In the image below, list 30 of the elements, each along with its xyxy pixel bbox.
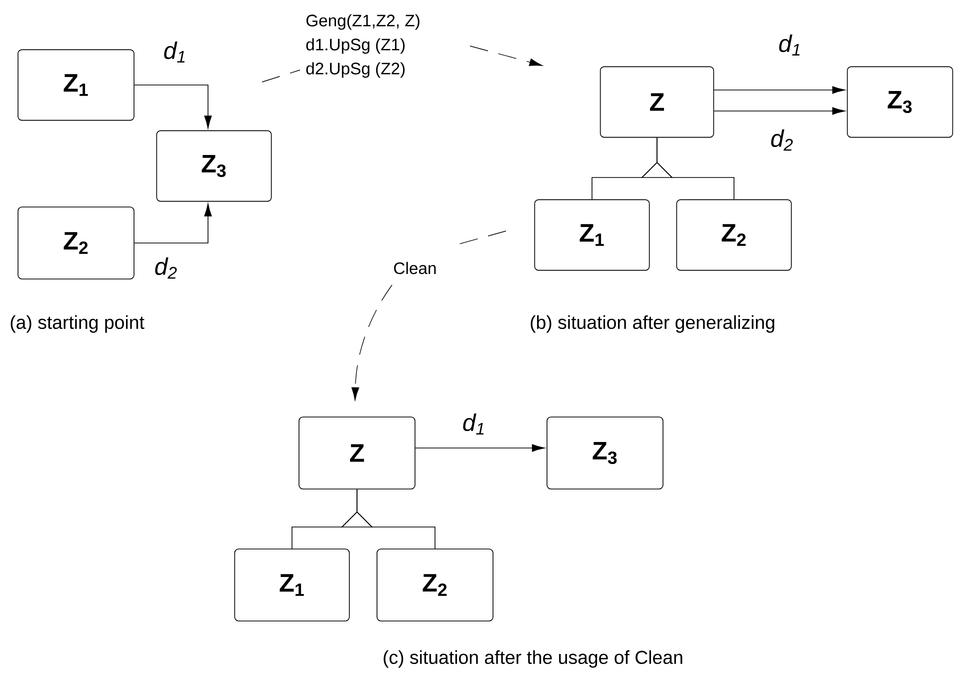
entity-box: Z$_{2}$: [376, 548, 494, 622]
caption: (a) starting point: [10, 315, 144, 333]
arrow: [714, 107, 846, 115]
arrow: [134, 204, 212, 244]
entity-box: Z$_{3}$: [846, 66, 954, 138]
caption: (c) situation after the usage of Clean: [384, 650, 682, 668]
operation-text: d1.UpSg (Z1): [306, 38, 405, 54]
entity-box: Z: [600, 66, 714, 138]
entity-box: Z$_{3}$: [546, 416, 664, 490]
entity-box: Z$_{3}$: [156, 130, 272, 202]
operation-text: Geng(Z1,Z2, Z): [306, 14, 420, 30]
entity-box: Z$_{1}$: [18, 49, 134, 121]
arrow: [134, 84, 212, 128]
operation-label: Clean: [394, 262, 436, 274]
entity-box: Z$_{1}$: [534, 199, 650, 271]
arrow: [714, 86, 846, 94]
caption: (b) situation after generalizing: [530, 315, 774, 333]
entity-box: Z$_{2}$: [676, 199, 792, 271]
edge-label: d$_{2}$: [771, 129, 793, 151]
entity-box: Z$_{2}$: [18, 206, 134, 280]
operation-text: d2.UpSg (Z2): [306, 62, 405, 78]
edge-label: d$_{1}$: [779, 34, 800, 56]
arrow: [415, 444, 545, 452]
generalization-connector: [356, 489, 436, 549]
generalization-connector: [656, 137, 734, 200]
edge-label: d$_{1}$: [463, 413, 484, 434]
edge-label: d$_{1}$: [164, 41, 185, 62]
entity-box: Z$_{1}$: [234, 548, 350, 622]
entity-box: Z: [298, 416, 416, 490]
edge-label: d$_{2}$: [155, 257, 177, 279]
